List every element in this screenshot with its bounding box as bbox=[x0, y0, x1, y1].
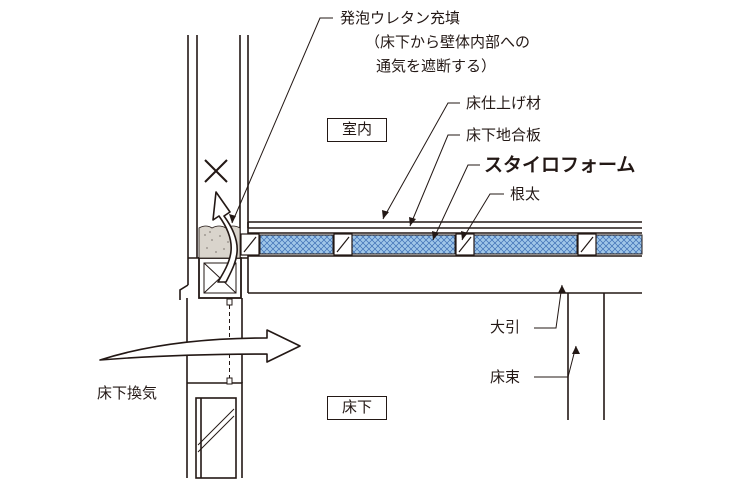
leader-arrowheads bbox=[229, 210, 580, 354]
cross-mark-icon bbox=[204, 159, 228, 183]
joist-sections bbox=[240, 233, 597, 256]
label-floor-post: 床束 bbox=[490, 368, 521, 386]
label-urethane-note-1: （床下から壁体内部への bbox=[365, 33, 531, 51]
label-girder: 大引 bbox=[490, 318, 521, 336]
label-indoor: 室内 bbox=[327, 118, 388, 142]
label-joist: 根太 bbox=[510, 185, 541, 203]
label-urethane-title: 発泡ウレタン充填 bbox=[340, 9, 461, 27]
curved-arrow-up-icon bbox=[212, 191, 238, 283]
curved-arrow-right-icon bbox=[99, 329, 301, 363]
label-styrofoam: スタイロフォーム bbox=[484, 154, 636, 176]
label-urethane-note-2: 通気を遮断する） bbox=[376, 57, 497, 75]
label-underfloor: 床下 bbox=[327, 396, 388, 420]
girder bbox=[247, 256, 642, 294]
leader-lines bbox=[231, 17, 577, 378]
label-underfloor-vent: 床下換気 bbox=[97, 384, 158, 402]
wall-stud bbox=[187, 35, 249, 285]
label-floor-finish: 床仕上げ材 bbox=[466, 94, 542, 112]
sill-plate bbox=[198, 257, 242, 299]
foundation bbox=[186, 298, 243, 479]
drip-flashing bbox=[179, 284, 189, 300]
styrofoam-insulation bbox=[259, 234, 643, 255]
label-subfloor: 床下地合板 bbox=[466, 126, 542, 144]
floor-post bbox=[567, 293, 605, 420]
